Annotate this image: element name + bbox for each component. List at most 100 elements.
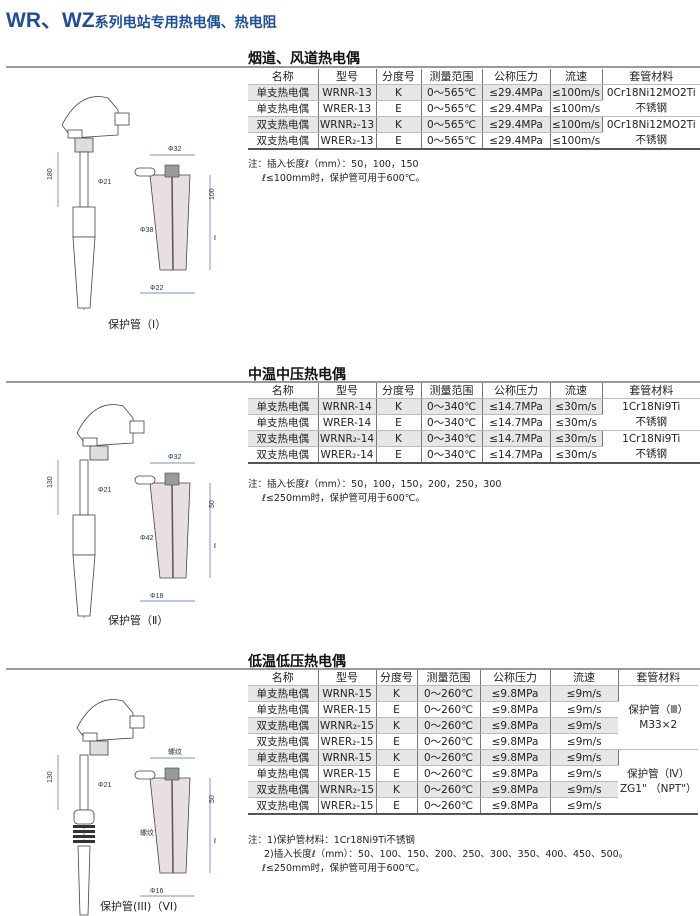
column-header: 测量范围 — [417, 670, 481, 686]
thermowell-section-view — [134, 757, 211, 897]
table-cell: 双支热电偶 — [248, 430, 319, 447]
table-cell: WRNR₂-15 — [318, 717, 377, 734]
table-cell: ≤9.8MPa — [480, 733, 551, 750]
section-divider — [6, 66, 700, 68]
stem — [79, 754, 89, 811]
dimension-label: Φ21 — [98, 487, 111, 494]
table-cell: 单支热电偶 — [248, 100, 319, 117]
dimension-label: 螺纹 — [168, 747, 182, 756]
dimension-label: Φ42 — [140, 535, 153, 542]
table-cell: WRER₂-15 — [318, 733, 377, 750]
table-cell: 0～260℃ — [417, 765, 481, 782]
table-cell: 0～260℃ — [417, 733, 481, 750]
table-cell: 0～260℃ — [417, 797, 481, 815]
table-cell: ≤9.8MPa — [480, 765, 551, 782]
table-cell: WRER-13 — [318, 100, 377, 117]
page-title: WR、WZ系列电站专用热电偶、热电阻 — [6, 4, 277, 34]
material-line: 0Cr18Ni12MO2Ti — [606, 118, 696, 131]
note-line: 注：1)保护管材料：1Cr18Ni9Ti不锈钢 — [248, 835, 415, 846]
dimension-label: 100 — [209, 188, 216, 200]
table-header-row: 名称型号分度号测量范围公称压力流速套管材料 — [248, 69, 700, 85]
column-header: 流速 — [550, 69, 603, 85]
table-cell: WRNR-14 — [318, 398, 377, 415]
table-cell: E — [376, 132, 422, 150]
dimension-label: ℓ — [213, 838, 217, 845]
column-header: 公称压力 — [482, 383, 551, 399]
table-header-row: 名称型号分度号测量范围公称压力流速套管材料 — [248, 383, 700, 399]
table-cell: ≤9.8MPa — [480, 701, 551, 718]
table-cell: ≤100m/s — [550, 116, 603, 133]
table-cell: ≤9m/s — [550, 717, 618, 734]
dimension-label: 130 — [47, 476, 54, 488]
material-line: ZG1" （NPT"） — [619, 782, 697, 795]
table-cell: WRER₂-13 — [318, 132, 377, 150]
material-cell: 保护管（Ⅳ）ZG1" （NPT"） — [618, 749, 698, 815]
column-header: 型号 — [318, 383, 377, 399]
column-header: 测量范围 — [421, 69, 483, 85]
hex-nut — [73, 809, 95, 825]
table-cell: K — [376, 116, 422, 133]
thread — [73, 825, 95, 828]
dimension-label: Φ16 — [150, 888, 163, 895]
table-cell: WRNR-13 — [318, 84, 377, 101]
table-cell: ≤9m/s — [550, 685, 619, 702]
table-cell: 单支热电偶 — [248, 685, 319, 702]
table-cell: E — [376, 797, 418, 815]
material-line: 不锈钢 — [635, 101, 668, 114]
table-cell: E — [376, 100, 422, 117]
table-cell: ≤29.4MPa — [482, 100, 551, 117]
dimension-label: 50 — [209, 500, 216, 508]
table-cell: ≤100m/s — [550, 100, 602, 117]
material-line: 不锈钢 — [635, 447, 668, 460]
column-header: 名称 — [248, 670, 319, 686]
table-cell: 双支热电偶 — [248, 132, 319, 150]
dimension-label: Φ32 — [168, 454, 181, 461]
table-cell: E — [376, 733, 418, 750]
note-line: 注：插入长度ℓ（mm）：50，100，150，200，250，300 — [248, 479, 502, 490]
table-cell: ≤14.7MPa — [482, 398, 551, 415]
material-line: 0Cr18Ni12MO2Ti — [606, 86, 696, 99]
table-cell: 0～260℃ — [417, 781, 481, 798]
table-cell: WRER-15 — [318, 765, 377, 782]
table-cell: ≤9.8MPa — [480, 749, 551, 766]
dimension-label: Φ18 — [150, 593, 163, 600]
table-cell: ≤9m/s — [550, 797, 618, 815]
thermowell-section-view — [134, 462, 211, 602]
table-cell: 0～260℃ — [417, 749, 481, 766]
table-cell: WRER-15 — [318, 701, 377, 718]
table-cell: ≤9.8MPa — [480, 717, 551, 734]
thermowell-body — [72, 514, 96, 556]
table-cell: K — [376, 749, 418, 766]
table-cell: ≤100m/s — [550, 84, 603, 101]
table-cell: 双支热电偶 — [248, 781, 319, 798]
table-cell: 单支热电偶 — [248, 701, 319, 718]
table-cell: K — [376, 717, 418, 734]
thermowell-section-view — [134, 154, 211, 294]
table-cell: WRNR₂-15 — [318, 781, 377, 798]
note-line: ℓ≤100mm时，保护管可用于600℃。 — [262, 173, 425, 184]
dimension-label: Φ22 — [150, 285, 163, 292]
table-cell: 双支热电偶 — [248, 717, 319, 734]
table-cell: 0～340℃ — [421, 446, 483, 464]
note-line: ℓ≤250mm时，保护管可用于600℃。 — [262, 863, 425, 874]
column-header: 名称 — [248, 383, 319, 399]
thermowell-body — [72, 206, 96, 238]
column-header: 套管材料 — [602, 383, 700, 399]
table-cell: 0～340℃ — [421, 414, 483, 431]
table-cell: ≤29.4MPa — [482, 132, 551, 150]
column-header: 型号 — [318, 670, 377, 686]
table-cell: E — [376, 765, 418, 782]
table-cell: E — [376, 414, 422, 431]
